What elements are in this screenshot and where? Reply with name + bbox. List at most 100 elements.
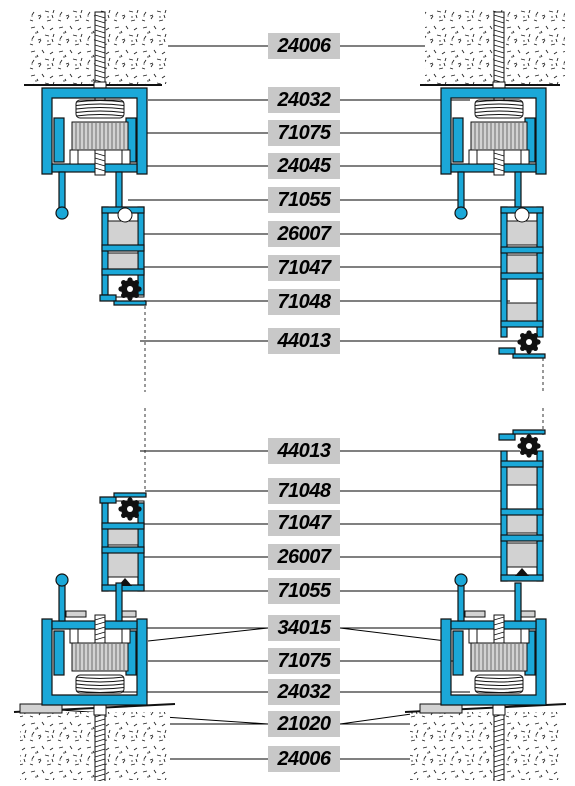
screw-thread [94, 69, 106, 74]
screw-thread [94, 157, 106, 162]
screw-thread [493, 34, 505, 39]
hanger-bulb-left [55, 206, 69, 220]
panel-frame-bottom-right [498, 429, 546, 582]
insert-26007 [107, 552, 139, 578]
frame-bar-2 [500, 272, 544, 280]
screw-thread [94, 626, 106, 631]
foot-hook-left [99, 294, 117, 302]
rosette-tooth [127, 497, 133, 503]
screw-thread [94, 743, 106, 748]
panel-frame-bottom-left-body [101, 500, 145, 592]
screw-thread [493, 74, 505, 79]
inner-web-left [452, 117, 464, 163]
top-slot-right [514, 207, 530, 223]
insert-71047 [506, 254, 538, 274]
screw-thread [94, 763, 106, 768]
screw-thread [493, 753, 505, 758]
rosette-tooth [526, 348, 532, 354]
frame-lower-bar [101, 268, 145, 276]
foot-hook-bottom-right [498, 433, 516, 441]
track-channel-71075 [41, 618, 148, 706]
screw-thread [493, 19, 505, 24]
screw-thread [94, 718, 106, 723]
panel-frame-top-right [498, 206, 546, 359]
screw-thread [493, 49, 505, 54]
screw-thread [493, 39, 505, 44]
spring-coil [75, 100, 125, 103]
screw-thread [493, 773, 505, 778]
riser-leg-right [115, 582, 123, 622]
leader-line-34015-left [147, 627, 269, 642]
spring-coil [75, 687, 125, 690]
spring-coil [75, 683, 125, 686]
screw-thread [493, 636, 505, 641]
screw-thread [94, 636, 106, 641]
floor-track-right [440, 573, 547, 786]
rosette-tooth [532, 449, 538, 455]
rosette-tooth [520, 437, 526, 443]
screw-thread [493, 44, 505, 49]
inner-web-left [53, 630, 65, 676]
insert-26007 [107, 220, 139, 246]
part-label-top-24045: 24045 [268, 153, 340, 179]
bottom-strip-right [512, 353, 546, 359]
rosette-tooth [535, 443, 541, 449]
screw-thread [94, 34, 106, 39]
inner-web-left [53, 117, 65, 163]
frame-lower-bar [101, 522, 145, 530]
screw-shank [94, 149, 106, 176]
screw-thread [94, 64, 106, 69]
foot-hook-bottom-left [99, 496, 117, 504]
frame-side-left [500, 206, 508, 338]
frame-bar-2 [500, 508, 544, 516]
rosette-tooth [526, 434, 532, 440]
screw-thread [493, 743, 505, 748]
screw-thread [493, 152, 505, 157]
track-channel-71075 [41, 87, 148, 175]
spring-coil [75, 110, 125, 113]
concrete-floor-right [410, 712, 560, 780]
spring-coil [474, 690, 524, 693]
nut-right [121, 628, 131, 644]
screw-thread [94, 19, 106, 24]
screw-thread [493, 162, 505, 167]
spring-coil [474, 680, 524, 683]
insert-71047 [107, 252, 139, 270]
nut-right [121, 149, 131, 165]
top-strip-bottom-right [512, 429, 546, 435]
nut-left [468, 149, 478, 165]
insert-71048 [506, 466, 538, 486]
screw-thread [94, 167, 106, 172]
screw-thread [94, 631, 106, 636]
rosette-tooth [127, 295, 133, 301]
rosette-hole [526, 443, 532, 449]
screw-thread [94, 49, 106, 54]
screw-thread [94, 24, 106, 29]
floor-shim-left [19, 703, 63, 714]
screw-thread [94, 733, 106, 738]
screw-thread [94, 768, 106, 773]
riser-leg-left [457, 580, 465, 622]
spring-coil [474, 110, 524, 113]
rosette-tooth [121, 512, 127, 518]
rosette-tooth [127, 515, 133, 521]
screw-thread [493, 728, 505, 733]
screw-thread [493, 59, 505, 64]
insert-71048 [506, 302, 538, 322]
rosette-tooth [118, 286, 124, 292]
rosette-tooth [532, 333, 538, 339]
screw-thread [493, 748, 505, 753]
rosette-tooth [517, 339, 523, 345]
ceiling-track-left [41, 11, 148, 220]
part-label-bottom-71047: 71047 [268, 510, 340, 536]
rosette-tooth [133, 512, 139, 518]
riser-leg-right [514, 582, 522, 622]
screw-thread [493, 29, 505, 34]
spring-coil [75, 107, 125, 110]
rosette-tooth [121, 500, 127, 506]
screw-head [492, 704, 506, 716]
nut-left [468, 628, 478, 644]
rosette-tooth [520, 345, 526, 351]
